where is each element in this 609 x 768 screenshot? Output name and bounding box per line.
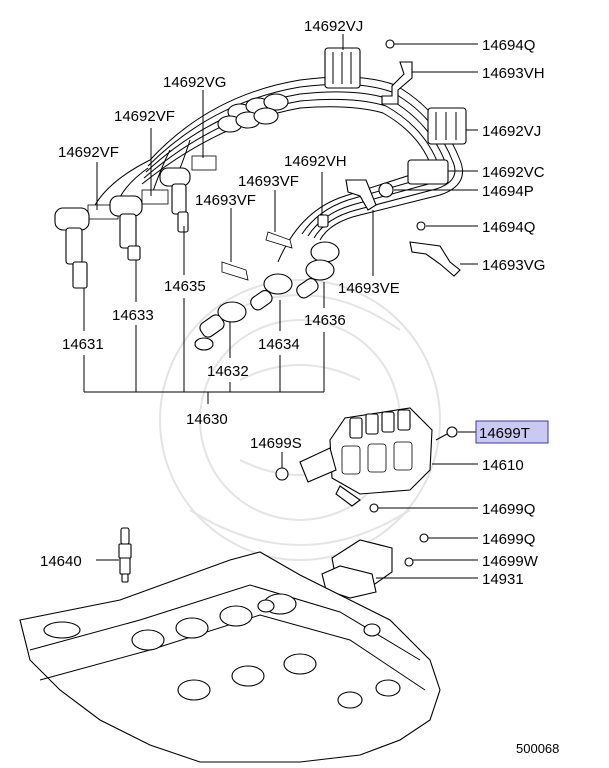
spark-plug-14640 xyxy=(118,527,132,583)
leader-lines xyxy=(83,34,478,579)
plug-lead-14636 xyxy=(296,241,340,299)
label-14699q-a[interactable]: 14699Q xyxy=(482,501,535,518)
diagram-id: 500068 xyxy=(516,741,559,756)
plug-lead-14635 xyxy=(159,167,191,233)
label-14693vg[interactable]: 14693VG xyxy=(482,257,545,274)
label-14692vf-a[interactable]: 14692VF xyxy=(114,108,175,125)
label-14693vf-a[interactable]: 14693VF xyxy=(238,173,299,190)
label-14692vf-b[interactable]: 14692VF xyxy=(58,144,119,161)
callout-labels: 14692VJ 14694Q 14693VH 14692VG 14692VF 1… xyxy=(40,18,559,756)
bracket-14693ve xyxy=(345,179,377,211)
nut-14694p xyxy=(378,182,394,198)
bolt-14699q-a xyxy=(369,503,379,513)
label-14635[interactable]: 14635 xyxy=(164,278,206,295)
wire-clamp-14692vc xyxy=(407,159,449,185)
bolt-14694q-mid xyxy=(416,221,426,231)
label-14633[interactable]: 14633 xyxy=(112,307,154,324)
highlight-box-14699t xyxy=(475,420,549,444)
bracket-14693vh xyxy=(381,61,413,105)
label-14931[interactable]: 14931 xyxy=(482,571,524,588)
label-14693vf-b[interactable]: 14693VF xyxy=(195,192,256,209)
label-14636[interactable]: 14636 xyxy=(304,312,346,329)
label-14632[interactable]: 14632 xyxy=(207,363,249,380)
label-14692vc[interactable]: 14692VC xyxy=(482,164,545,181)
label-14693ve[interactable]: 14693VE xyxy=(338,280,400,297)
label-14692vg[interactable]: 14692VG xyxy=(163,74,226,91)
bolt-14694q-top xyxy=(385,39,395,49)
plug-lead-14633 xyxy=(109,195,143,261)
engine-block-outline xyxy=(19,551,441,763)
label-14694q-mid[interactable]: 14694Q xyxy=(482,219,535,236)
holder-14692vf-b xyxy=(141,189,169,205)
label-14610[interactable]: 14610 xyxy=(482,457,524,474)
label-14630[interactable]: 14630 xyxy=(186,411,228,428)
label-14634[interactable]: 14634 xyxy=(258,336,300,353)
label-14699s[interactable]: 14699S xyxy=(250,435,302,452)
label-14631[interactable]: 14631 xyxy=(62,336,104,353)
nut-14699s xyxy=(275,467,289,481)
label-14640[interactable]: 14640 xyxy=(40,553,82,570)
wire-clamp-14692vj-mid xyxy=(427,107,467,145)
label-14699t[interactable]: 14699T xyxy=(479,425,530,442)
bolt-14699t xyxy=(435,426,458,441)
small-part-14692vh xyxy=(317,214,329,228)
boot-cluster-top xyxy=(217,93,289,133)
igniter-module-14931 xyxy=(321,539,393,599)
label-14699q-b[interactable]: 14699Q xyxy=(482,531,535,548)
label-14694p[interactable]: 14694P xyxy=(482,183,534,200)
bolt-14699q-b xyxy=(419,533,429,543)
bolt-14699w xyxy=(404,557,414,567)
bracket-14693vf-b xyxy=(221,261,249,281)
label-14699w[interactable]: 14699W xyxy=(482,553,539,570)
ignition-coil-14610 xyxy=(299,407,433,507)
plug-lead-14631 xyxy=(54,207,90,289)
plug-lead-14634 xyxy=(250,273,293,311)
plug-lead-14632 xyxy=(194,301,247,351)
holder-14692vh-left xyxy=(191,155,217,171)
label-14694q-top[interactable]: 14694Q xyxy=(482,37,535,54)
label-14693vh[interactable]: 14693VH xyxy=(482,65,545,82)
label-14692vj-top[interactable]: 14692VJ xyxy=(304,18,363,35)
bracket-14693vf-a xyxy=(265,231,293,249)
bracket-14693vg xyxy=(409,241,461,277)
label-14692vh[interactable]: 14692VH xyxy=(284,153,347,170)
label-14692vj-mid[interactable]: 14692VJ xyxy=(482,123,541,140)
